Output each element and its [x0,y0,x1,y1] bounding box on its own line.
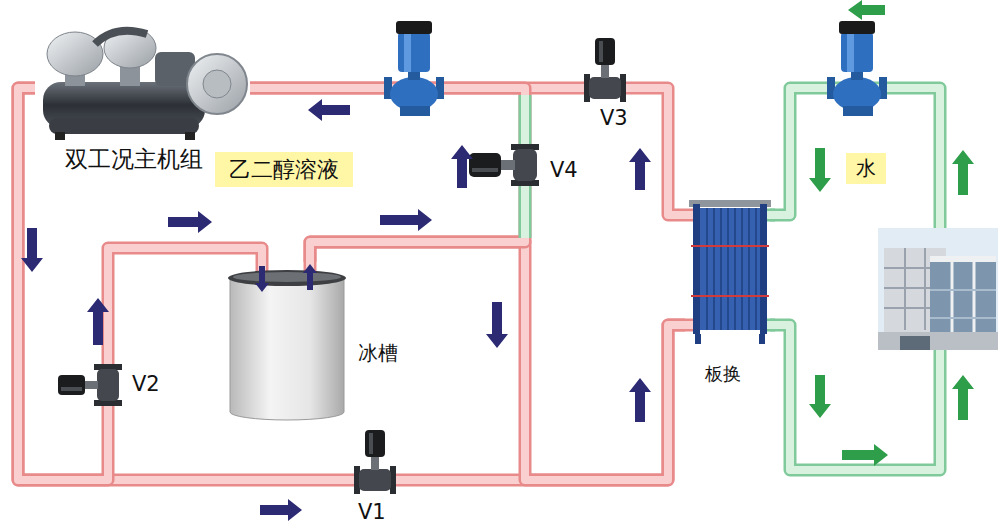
equipment-node: 冰槽 [225,262,415,427]
medium-tag: 乙二醇溶液 [215,152,353,187]
building-illustration [878,228,998,350]
valve-label: V4 [550,158,578,182]
pipe-core [18,88,685,480]
valve-label: V3 [600,106,628,130]
water-flow-arrow [809,0,974,466]
medium-tag: 水 [846,153,886,184]
node-label: 板换 [705,364,741,385]
node-label: 双工况主机组 [65,146,203,172]
valve-symbol [584,38,626,102]
equipment-node: 板换 [685,198,775,388]
node-label: 冰槽 [358,342,398,365]
pipe-outline [18,88,262,480]
pipe-core [310,242,685,480]
pipe-connector [18,88,262,480]
valve-symbol [58,364,122,406]
valve-symbol [469,144,539,186]
pipe-outline [18,88,685,480]
pipe-connector [18,88,685,480]
valve-label: V1 [358,500,386,524]
pipe-connector [310,242,685,480]
valve-symbol [354,430,396,494]
plate-exchanger-illustration [685,198,775,388]
pipe-outline [310,242,685,480]
pump-symbol [384,21,444,116]
pump-symbol [827,21,887,116]
pipe-core [18,88,262,480]
flow-arrow [21,99,651,521]
valve-label: V2 [132,372,160,396]
